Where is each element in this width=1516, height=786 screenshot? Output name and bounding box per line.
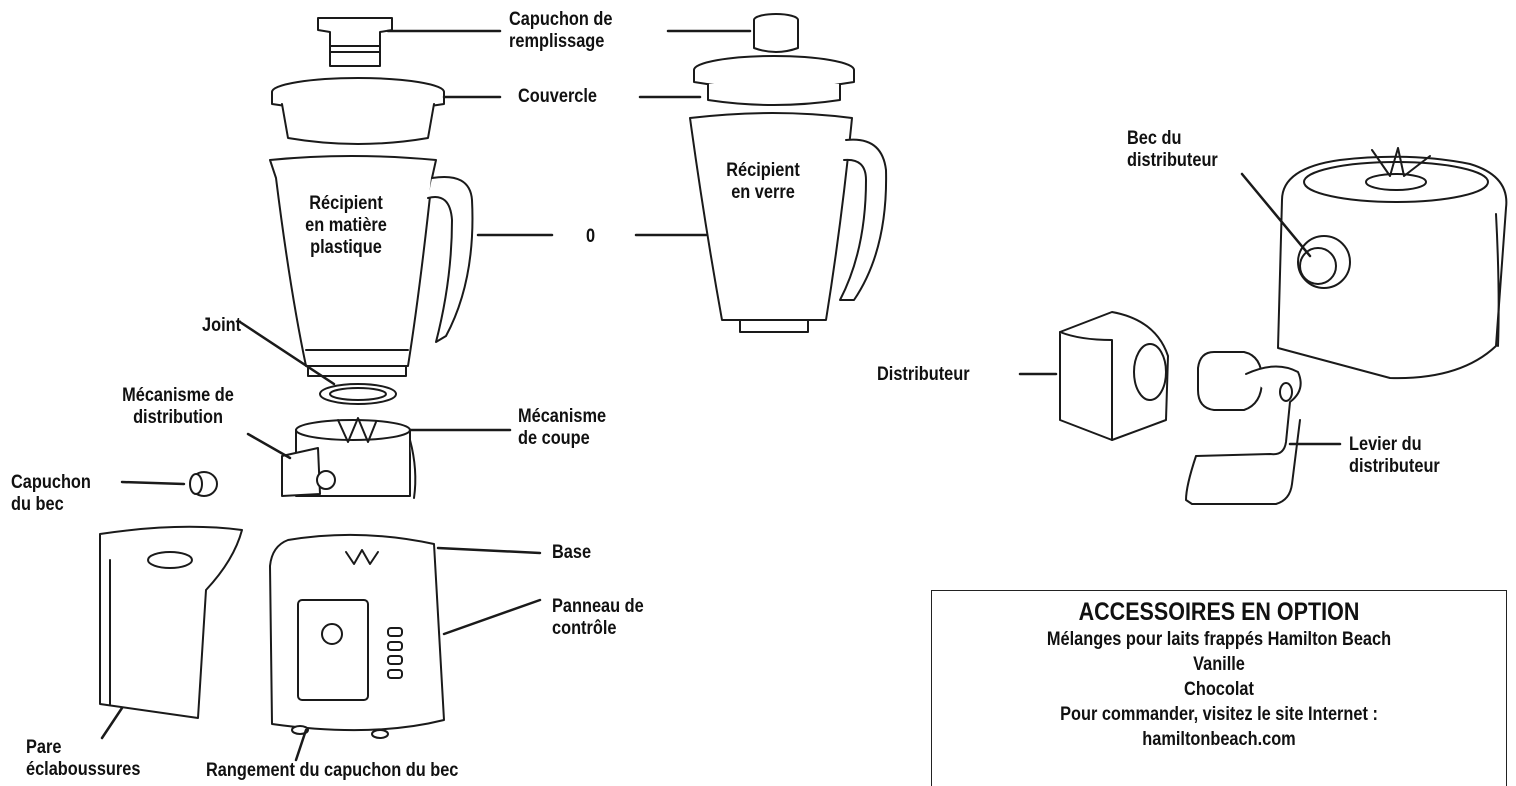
fill-cap-glass xyxy=(753,13,799,53)
dispenser-lever-part xyxy=(1185,351,1302,505)
label-capuchon-bec: Capuchon du bec xyxy=(11,472,91,515)
label-couvercle: Couvercle xyxy=(518,86,598,107)
label-zero: 0 xyxy=(586,226,596,247)
leader-rangement xyxy=(294,728,308,762)
label-capuchon-remplissage: Capuchon de remplissage xyxy=(509,9,613,52)
lid-plastic xyxy=(271,77,445,145)
label-recipient-plastique: Récipient en matière plastique xyxy=(305,193,387,258)
label-pare-eclaboussures: Pare éclaboussures xyxy=(26,737,141,780)
label-mecanisme-coupe: Mécanisme de coupe xyxy=(518,406,607,449)
dispenser-part xyxy=(1059,311,1169,441)
label-mecanisme-distribution: Mécanisme de distribution xyxy=(122,385,234,428)
leader-capuchon-bec xyxy=(120,480,186,486)
label-distributeur: Distributeur xyxy=(877,364,970,385)
label-rangement-capuchon: Rangement du capuchon du bec xyxy=(206,760,459,781)
leader-joint xyxy=(238,320,336,386)
label-levier-distributeur: Levier du distributeur xyxy=(1349,434,1440,477)
accessories-line: Mélanges pour laits frappés Hamilton Bea… xyxy=(1046,629,1392,650)
fill-cap-plastic xyxy=(317,17,393,67)
label-base: Base xyxy=(552,542,592,563)
accessories-line: Chocolat xyxy=(1184,679,1254,700)
accessories-title: ACCESSOIRES EN OPTION xyxy=(1078,598,1360,626)
leader-mecanisme-distribution xyxy=(246,432,292,460)
splash-guard-part xyxy=(99,525,243,719)
optional-accessories-box: ACCESSOIRES EN OPTION Mélanges pour lait… xyxy=(931,590,1507,786)
blender-base-part xyxy=(269,533,445,739)
accessories-website: hamiltonbeach.com xyxy=(1142,729,1296,750)
dispenser-base-detail xyxy=(1277,147,1508,380)
label-joint: Joint xyxy=(202,315,242,336)
label-bec-distributeur: Bec du distributeur xyxy=(1127,128,1218,171)
accessories-line: Vanille xyxy=(1193,654,1245,675)
leader-base xyxy=(436,546,542,555)
lid-glass xyxy=(693,55,855,106)
leader-pare xyxy=(100,706,124,740)
leader-bec-distributeur xyxy=(1240,172,1312,258)
leader-panneau xyxy=(442,598,542,636)
plastic-jar xyxy=(269,155,474,377)
label-panneau-controle: Panneau de contrôle xyxy=(552,596,644,639)
gasket-ring xyxy=(319,383,397,405)
accessories-line: Pour commander, visitez le site Internet… xyxy=(1060,704,1378,725)
cutting-mechanism-assembly xyxy=(281,417,417,499)
spout-cap-part xyxy=(189,471,218,497)
label-recipient-verre: Récipient en verre xyxy=(726,160,800,203)
glass-jar xyxy=(689,112,888,333)
